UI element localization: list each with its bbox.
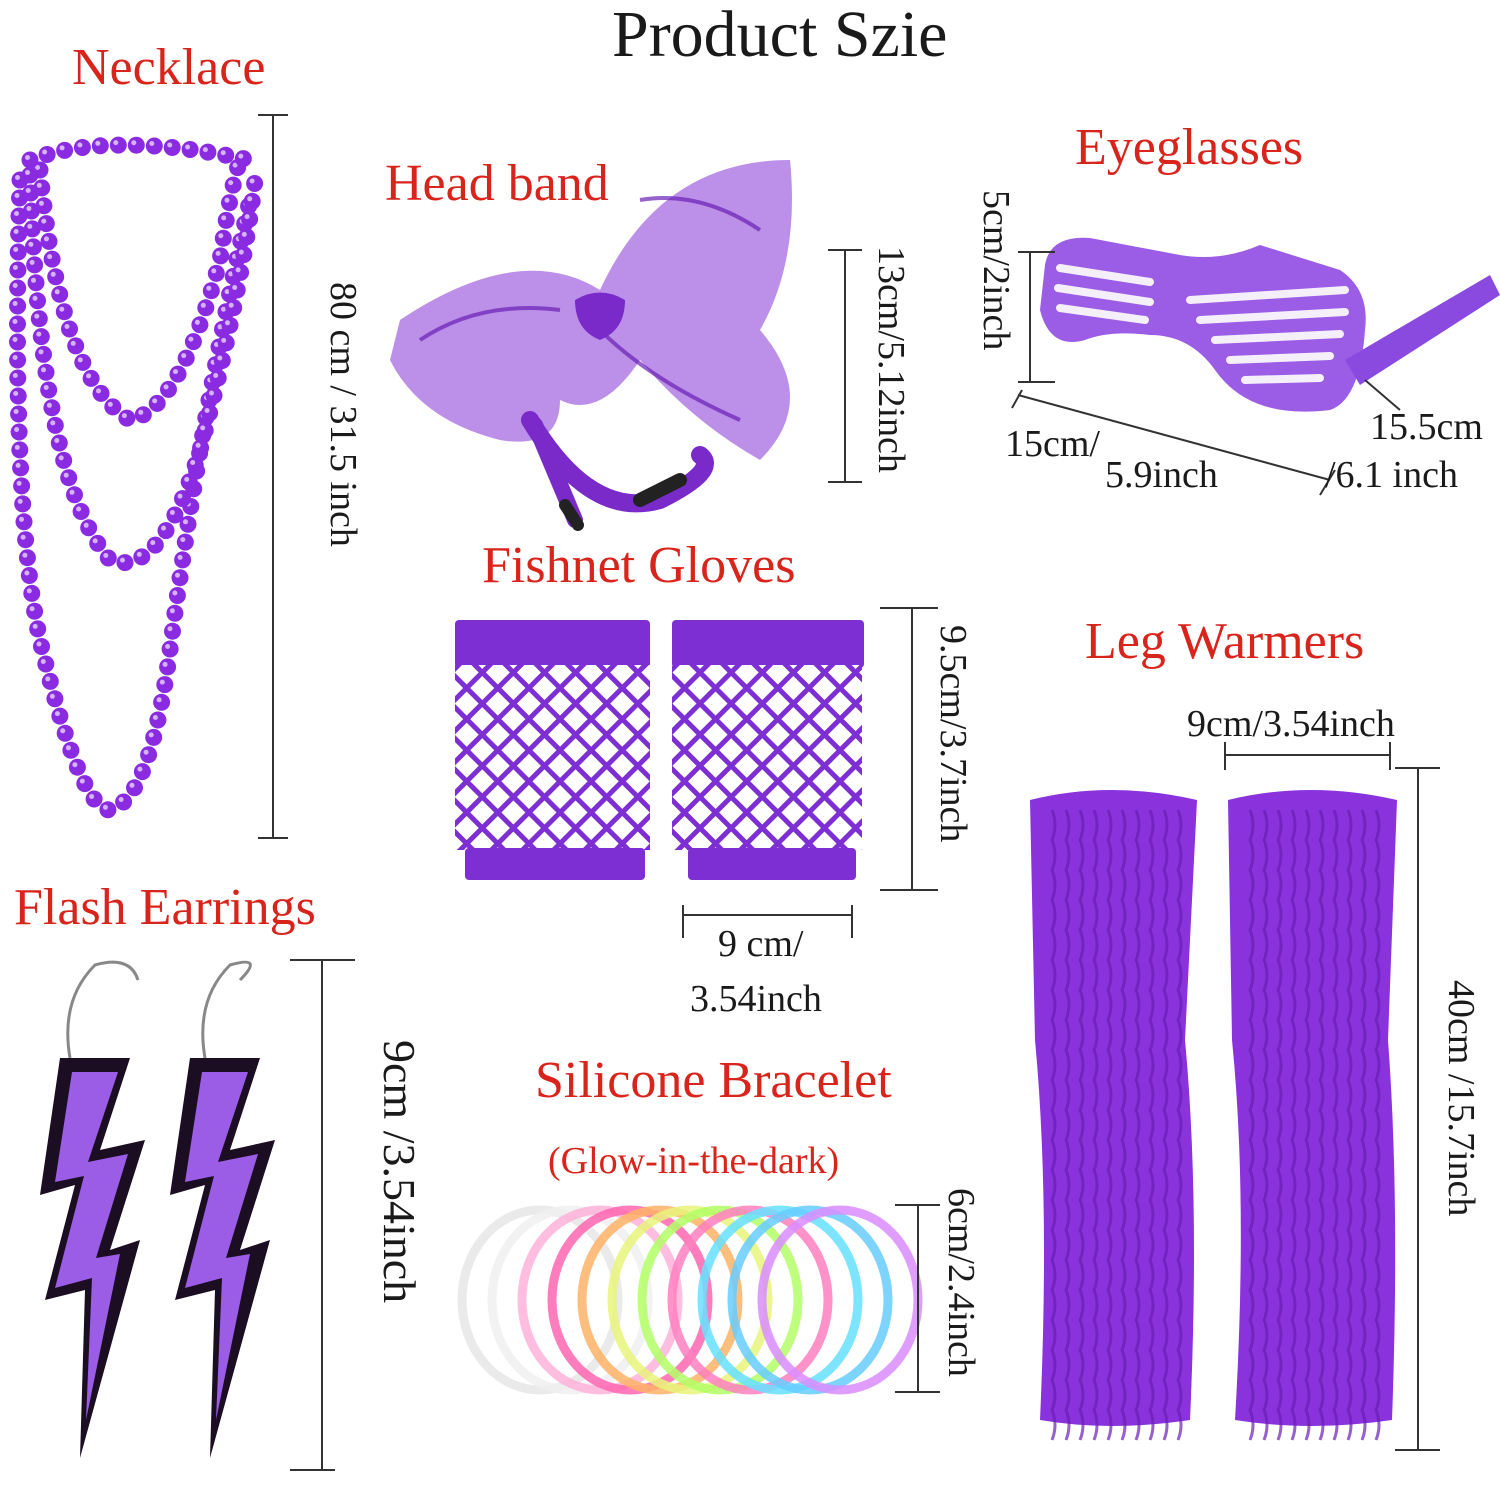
fishnet-gloves-dimension-lines [682, 607, 938, 938]
eyeglasses-width-inch: 5.9inch [1105, 454, 1218, 496]
fishnet-gloves-illustration [455, 620, 864, 880]
necklace-illustration [9, 136, 264, 819]
flash-earrings-dimension-line [290, 959, 355, 1471]
headband-dimension-line [828, 249, 862, 483]
leg-warmers-illustration [1030, 790, 1397, 1441]
leg-warmers-height: 40cm /15.7inch [1440, 980, 1482, 1217]
eyeglasses-height: 5cm/2inch [975, 190, 1017, 351]
necklace-label: Necklace [72, 39, 266, 96]
silicone-bracelet-label: Silicone Bracelet [535, 1052, 892, 1109]
fishnet-gloves-label: Fishnet Gloves [482, 537, 796, 594]
fishnet-gloves-height: 9.5cm/3.7inch [932, 625, 974, 843]
page-title: Product Szie [612, 0, 948, 71]
eyeglasses-arm-inch: /6.1 inch [1325, 454, 1458, 496]
eyeglasses-illustration [1040, 237, 1500, 412]
silicone-bracelet-dimension-line [895, 1204, 940, 1393]
headband-illustration [390, 160, 792, 531]
eyeglasses-label: Eyeglasses [1075, 119, 1304, 176]
silicone-bracelets-illustration [457, 1205, 923, 1395]
eyeglasses-dimension-lines [1011, 251, 1401, 496]
silicone-bracelet-note: (Glow-in-the-dark) [548, 1140, 840, 1182]
fishnet-gloves-width-inch: 3.54inch [690, 978, 822, 1020]
flash-earrings-label: Flash Earrings [14, 879, 316, 936]
flash-earrings-illustration [40, 960, 275, 1458]
eyeglasses-width-cm: 15cm/ [1005, 423, 1100, 465]
leg-warmers-width: 9cm/3.54inch [1187, 703, 1395, 745]
leg-warmers-dimension-lines [1224, 742, 1440, 1451]
leg-warmers-label: Leg Warmers [1085, 613, 1365, 670]
headband-dimension: 13cm/5.12inch [870, 246, 912, 473]
eyeglasses-arm-cm: 15.5cm [1370, 406, 1483, 448]
silicone-bracelet-dimension: 6cm/2.4inch [940, 1188, 982, 1377]
fishnet-gloves-width-cm: 9 cm/ [718, 923, 804, 965]
necklace-dimension-line [258, 114, 288, 839]
headband-label: Head band [385, 155, 609, 212]
necklace-dimension: 80 cm / 31.5 inch [322, 282, 364, 547]
flash-earrings-dimension: 9cm /3.54inch [374, 1040, 425, 1304]
